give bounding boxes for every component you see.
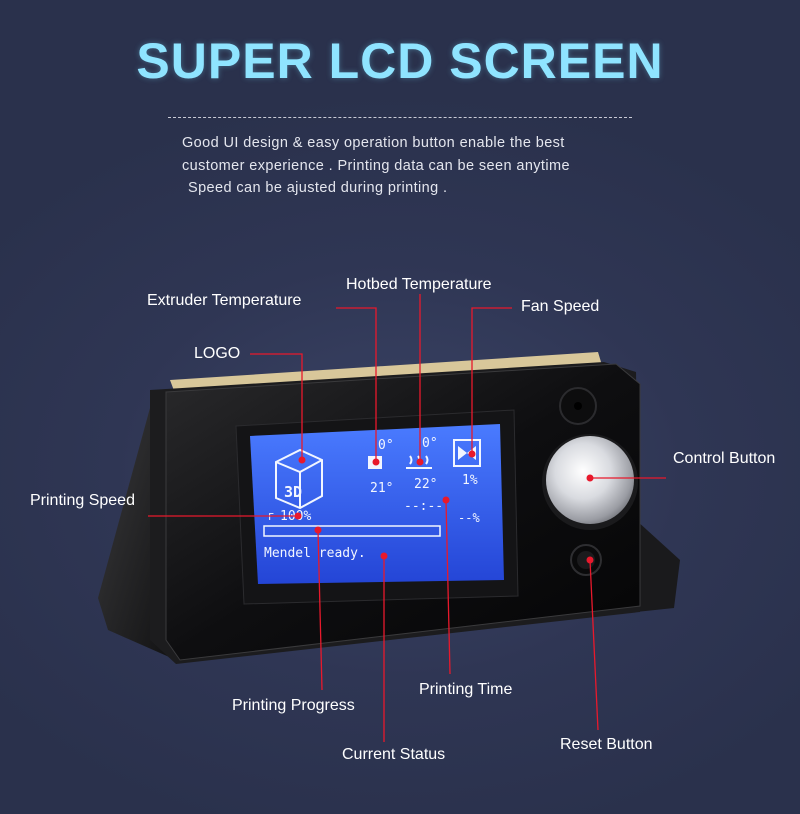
callout-dots bbox=[294, 450, 594, 564]
callout-lines bbox=[148, 294, 666, 742]
lcd-logo-icon bbox=[275, 448, 323, 510]
label-hotbed-temperature: Hotbed Temperature bbox=[346, 276, 492, 293]
description: Good UI design & easy operation button e… bbox=[182, 132, 652, 200]
label-fan-speed: Fan Speed bbox=[521, 298, 600, 315]
page-title: SUPER LCD SCREEN bbox=[136, 33, 664, 89]
title-divider bbox=[168, 117, 632, 118]
label-current-status: Current Status bbox=[342, 746, 446, 763]
lcd-hotbed-target: 0° bbox=[422, 436, 438, 451]
lcd-extruder-target: 0° bbox=[378, 438, 394, 453]
lcd-logo-text: 3D bbox=[284, 483, 302, 501]
label-reset-button: Reset Button bbox=[560, 736, 653, 753]
lcd-status: Mendel ready. bbox=[264, 546, 366, 561]
lcd-hotbed-current: 22° bbox=[414, 477, 437, 492]
lcd-progress-bar bbox=[263, 525, 441, 537]
lcd-progress-percent: --% bbox=[458, 511, 480, 525]
label-extruder-temperature: Extruder Temperature bbox=[147, 292, 302, 309]
description-line-1: Good UI design & easy operation button e… bbox=[182, 135, 565, 151]
label-printing-speed: Printing Speed bbox=[30, 492, 135, 509]
case-right-wing bbox=[636, 520, 680, 612]
description-line-3: Speed can be ajusted during printing . bbox=[188, 180, 448, 196]
description-line-2: customer experience . Printing data can … bbox=[182, 157, 570, 174]
lcd-extruder-current: 21° bbox=[370, 481, 393, 496]
lcd-fan-speed: 1% bbox=[462, 473, 478, 488]
lcd-speed-icon: F bbox=[268, 512, 274, 523]
label-printing-progress: Printing Progress bbox=[232, 697, 355, 714]
lcd-time: --:-- bbox=[404, 499, 443, 514]
label-control-button: Control Button bbox=[673, 450, 776, 467]
label-logo: LOGO bbox=[194, 345, 241, 362]
buzzer-hole bbox=[574, 402, 582, 410]
label-printing-time: Printing Time bbox=[419, 681, 513, 698]
